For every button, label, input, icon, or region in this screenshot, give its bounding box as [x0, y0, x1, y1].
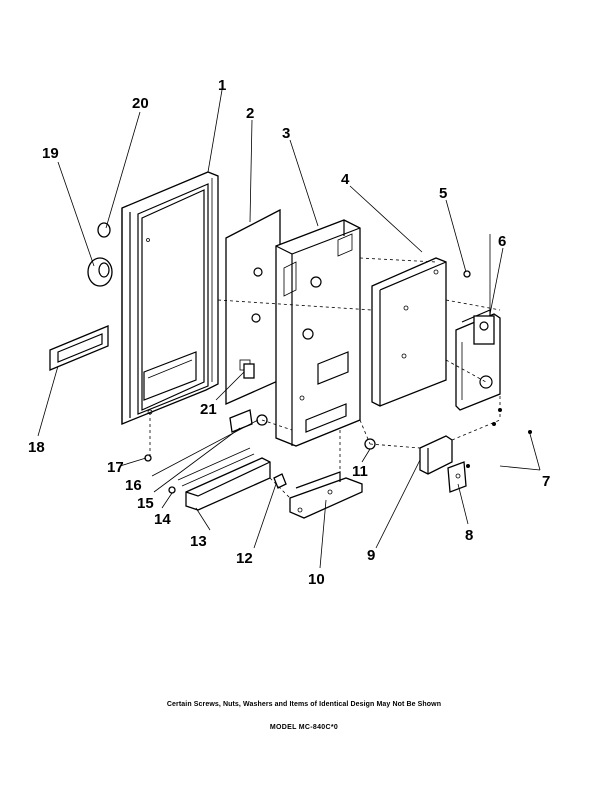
callout-7: 7	[542, 473, 550, 490]
callout-18: 18	[28, 439, 45, 456]
callout-8: 8	[465, 527, 473, 544]
callout-9: 9	[367, 547, 375, 564]
callout-10: 10	[308, 571, 325, 588]
callout-12: 12	[236, 550, 253, 567]
callout-3: 3	[282, 125, 290, 142]
callout-16: 16	[125, 477, 142, 494]
callout-labels: 1 2 3 4 5 6 7 8 9 10 11 12 13 14 15 16 1…	[28, 77, 550, 588]
callout-1: 1	[218, 77, 226, 94]
part-chassis-bracket	[275, 219, 361, 447]
part-switch-assembly	[455, 234, 501, 411]
callout-4: 4	[341, 171, 350, 188]
part-small-brackets	[419, 435, 467, 493]
callout-2: 2	[246, 105, 254, 122]
model-number: MODEL MC-840C*0	[269, 724, 339, 731]
callout-5: 5	[439, 185, 447, 202]
callout-21: 21	[200, 401, 217, 418]
alignment-lines	[149, 257, 501, 499]
callout-17: 17	[107, 459, 124, 476]
callout-11: 11	[352, 463, 368, 480]
part-handle-bar	[177, 447, 271, 511]
leader-lines	[37, 89, 541, 569]
callout-15: 15	[137, 495, 154, 512]
callout-13: 13	[190, 533, 207, 550]
caption-note: Certain Screws, Nuts, Washers and Items …	[166, 701, 442, 708]
callout-19: 19	[42, 145, 59, 162]
part-door-frame	[121, 171, 219, 425]
part-escutcheon	[49, 325, 109, 371]
part-plate	[371, 257, 447, 407]
callout-20: 20	[132, 95, 149, 112]
callout-6: 6	[498, 233, 506, 250]
callout-14: 14	[154, 511, 171, 528]
